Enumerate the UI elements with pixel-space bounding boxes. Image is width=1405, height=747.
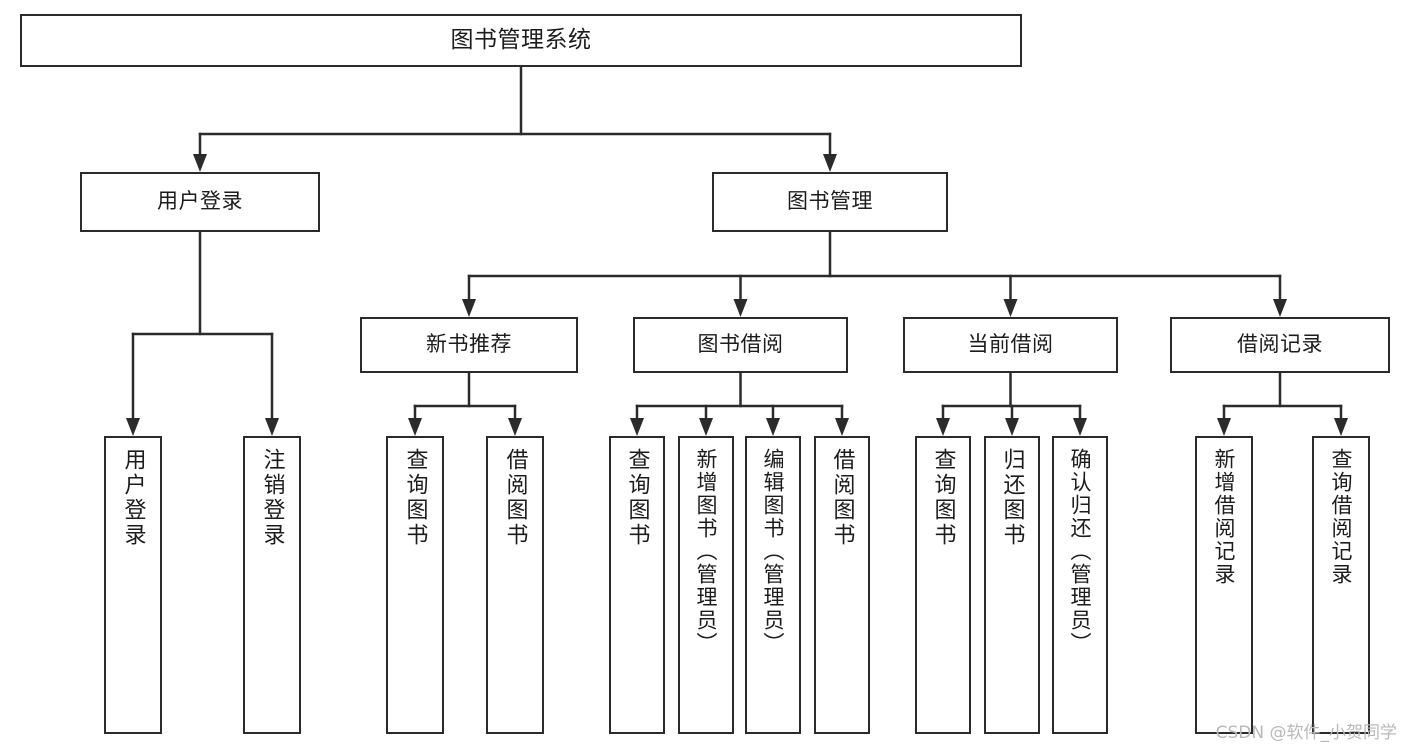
leaf-query-book-3[interactable]: 查询图书 [915, 436, 971, 734]
leaf-edit-book[interactable]: 编辑图书（管理员） [745, 436, 801, 734]
node-root[interactable]: 图书管理系统 [20, 14, 1022, 67]
leaf-user-login-label: 用户登录 [120, 448, 146, 548]
leaf-user-logout[interactable]: 注销登录 [243, 436, 301, 734]
node-book-manage-label: 图书管理 [787, 189, 873, 214]
node-new-book-recommend-label: 新书推荐 [426, 332, 512, 357]
leaf-query-borrow-record-label: 查询借阅记录 [1329, 448, 1354, 586]
leaf-add-borrow-record-label: 新增借阅记录 [1212, 448, 1237, 586]
leaf-query-borrow-record[interactable]: 查询借阅记录 [1312, 436, 1370, 734]
leaf-add-borrow-record[interactable]: 新增借阅记录 [1195, 436, 1253, 734]
leaf-borrow-book-2-label: 借阅图书 [829, 448, 855, 548]
leaf-return-book-label: 归还图书 [999, 448, 1025, 548]
node-new-book-recommend[interactable]: 新书推荐 [360, 317, 578, 373]
node-user-login[interactable]: 用户登录 [80, 172, 320, 232]
leaf-confirm-return[interactable]: 确认归还（管理员） [1052, 436, 1108, 734]
node-current-borrow[interactable]: 当前借阅 [903, 317, 1118, 373]
node-book-manage[interactable]: 图书管理 [712, 172, 948, 232]
leaf-user-login[interactable]: 用户登录 [104, 436, 162, 734]
node-borrow-record-label: 借阅记录 [1237, 332, 1323, 357]
leaf-query-book-1[interactable]: 查询图书 [386, 436, 444, 734]
leaf-borrow-book-1[interactable]: 借阅图书 [486, 436, 544, 734]
node-borrow-record[interactable]: 借阅记录 [1170, 317, 1390, 373]
node-book-borrow[interactable]: 图书借阅 [633, 317, 848, 373]
leaf-return-book[interactable]: 归还图书 [984, 436, 1040, 734]
node-book-borrow-label: 图书借阅 [697, 332, 784, 357]
leaf-query-book-1-label: 查询图书 [402, 448, 428, 548]
leaf-borrow-book-1-label: 借阅图书 [502, 448, 528, 548]
node-current-borrow-label: 当前借阅 [967, 332, 1054, 357]
leaf-query-book-3-label: 查询图书 [930, 448, 956, 548]
leaf-borrow-book-2[interactable]: 借阅图书 [814, 436, 870, 734]
leaf-query-book-2-label: 查询图书 [624, 448, 650, 548]
csdn-watermark: CSDN @软件_小贺同学 [1215, 723, 1397, 743]
leaf-query-book-2[interactable]: 查询图书 [609, 436, 665, 734]
node-user-login-label: 用户登录 [157, 189, 243, 214]
leaf-add-book-label: 新增图书（管理员） [694, 448, 719, 655]
leaf-add-book[interactable]: 新增图书（管理员） [678, 436, 734, 734]
leaf-edit-book-label: 编辑图书（管理员） [761, 448, 786, 655]
node-root-label: 图书管理系统 [450, 26, 592, 53]
leaf-confirm-return-label: 确认归还（管理员） [1068, 448, 1093, 655]
leaf-user-logout-label: 注销登录 [259, 448, 285, 548]
